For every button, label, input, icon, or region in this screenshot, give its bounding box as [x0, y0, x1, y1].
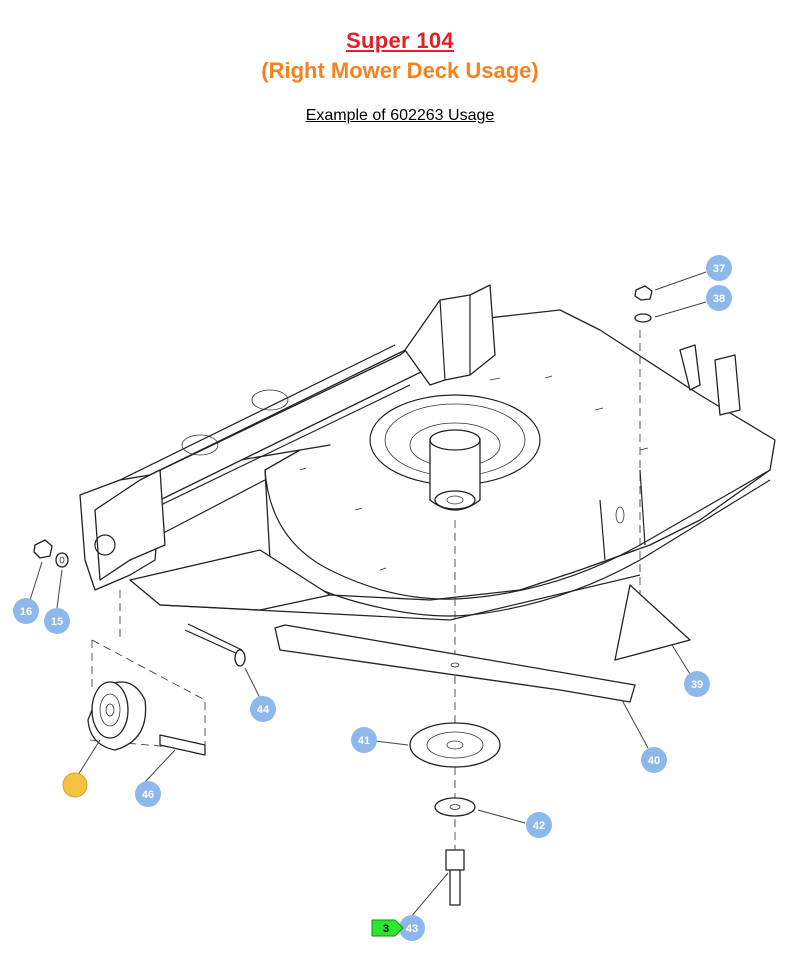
callout-43[interactable]: 43 [399, 915, 425, 941]
callout-37[interactable]: 37 [706, 255, 732, 281]
callout-15[interactable]: 15 [44, 608, 70, 634]
callout-40[interactable]: 40 [641, 747, 667, 773]
callouts: 37 38 16 15 44 39 41 40 [13, 255, 732, 941]
svg-text:15: 15 [51, 616, 63, 628]
callout-38[interactable]: 38 [706, 285, 732, 311]
callout-42[interactable]: 42 [526, 812, 552, 838]
svg-text:44: 44 [257, 704, 270, 716]
svg-text:38: 38 [713, 293, 725, 305]
diagram-caption: Example of 602263 Usage [305, 107, 495, 124]
leader-lines [29, 271, 707, 919]
svg-text:40: 40 [648, 755, 660, 767]
blade [274, 624, 636, 703]
svg-text:46: 46 [142, 789, 154, 801]
callout-44[interactable]: 44 [250, 696, 276, 722]
mower-deck [79, 284, 776, 621]
svg-text:37: 37 [713, 263, 725, 275]
quantity-tag: 3 [371, 919, 404, 937]
callout-41[interactable]: 41 [351, 727, 377, 753]
callout-46[interactable]: 46 [135, 781, 161, 807]
callout-highlight[interactable] [62, 772, 88, 798]
hardware [33, 285, 653, 906]
svg-text:41: 41 [358, 735, 370, 747]
diagram-title: Super 104 [346, 28, 454, 53]
svg-text:42: 42 [533, 820, 545, 832]
svg-text:16: 16 [20, 606, 32, 618]
svg-text:39: 39 [691, 679, 703, 691]
callout-39[interactable]: 39 [684, 671, 710, 697]
gauge-wheel [87, 681, 147, 751]
svg-text:43: 43 [406, 923, 418, 935]
assembly-lines [89, 330, 641, 850]
diagram-subtitle: (Right Mower Deck Usage) [261, 58, 539, 83]
quantity-tag-label: 3 [383, 923, 389, 935]
callout-16[interactable]: 16 [13, 598, 39, 624]
triangle-plate [614, 584, 691, 661]
